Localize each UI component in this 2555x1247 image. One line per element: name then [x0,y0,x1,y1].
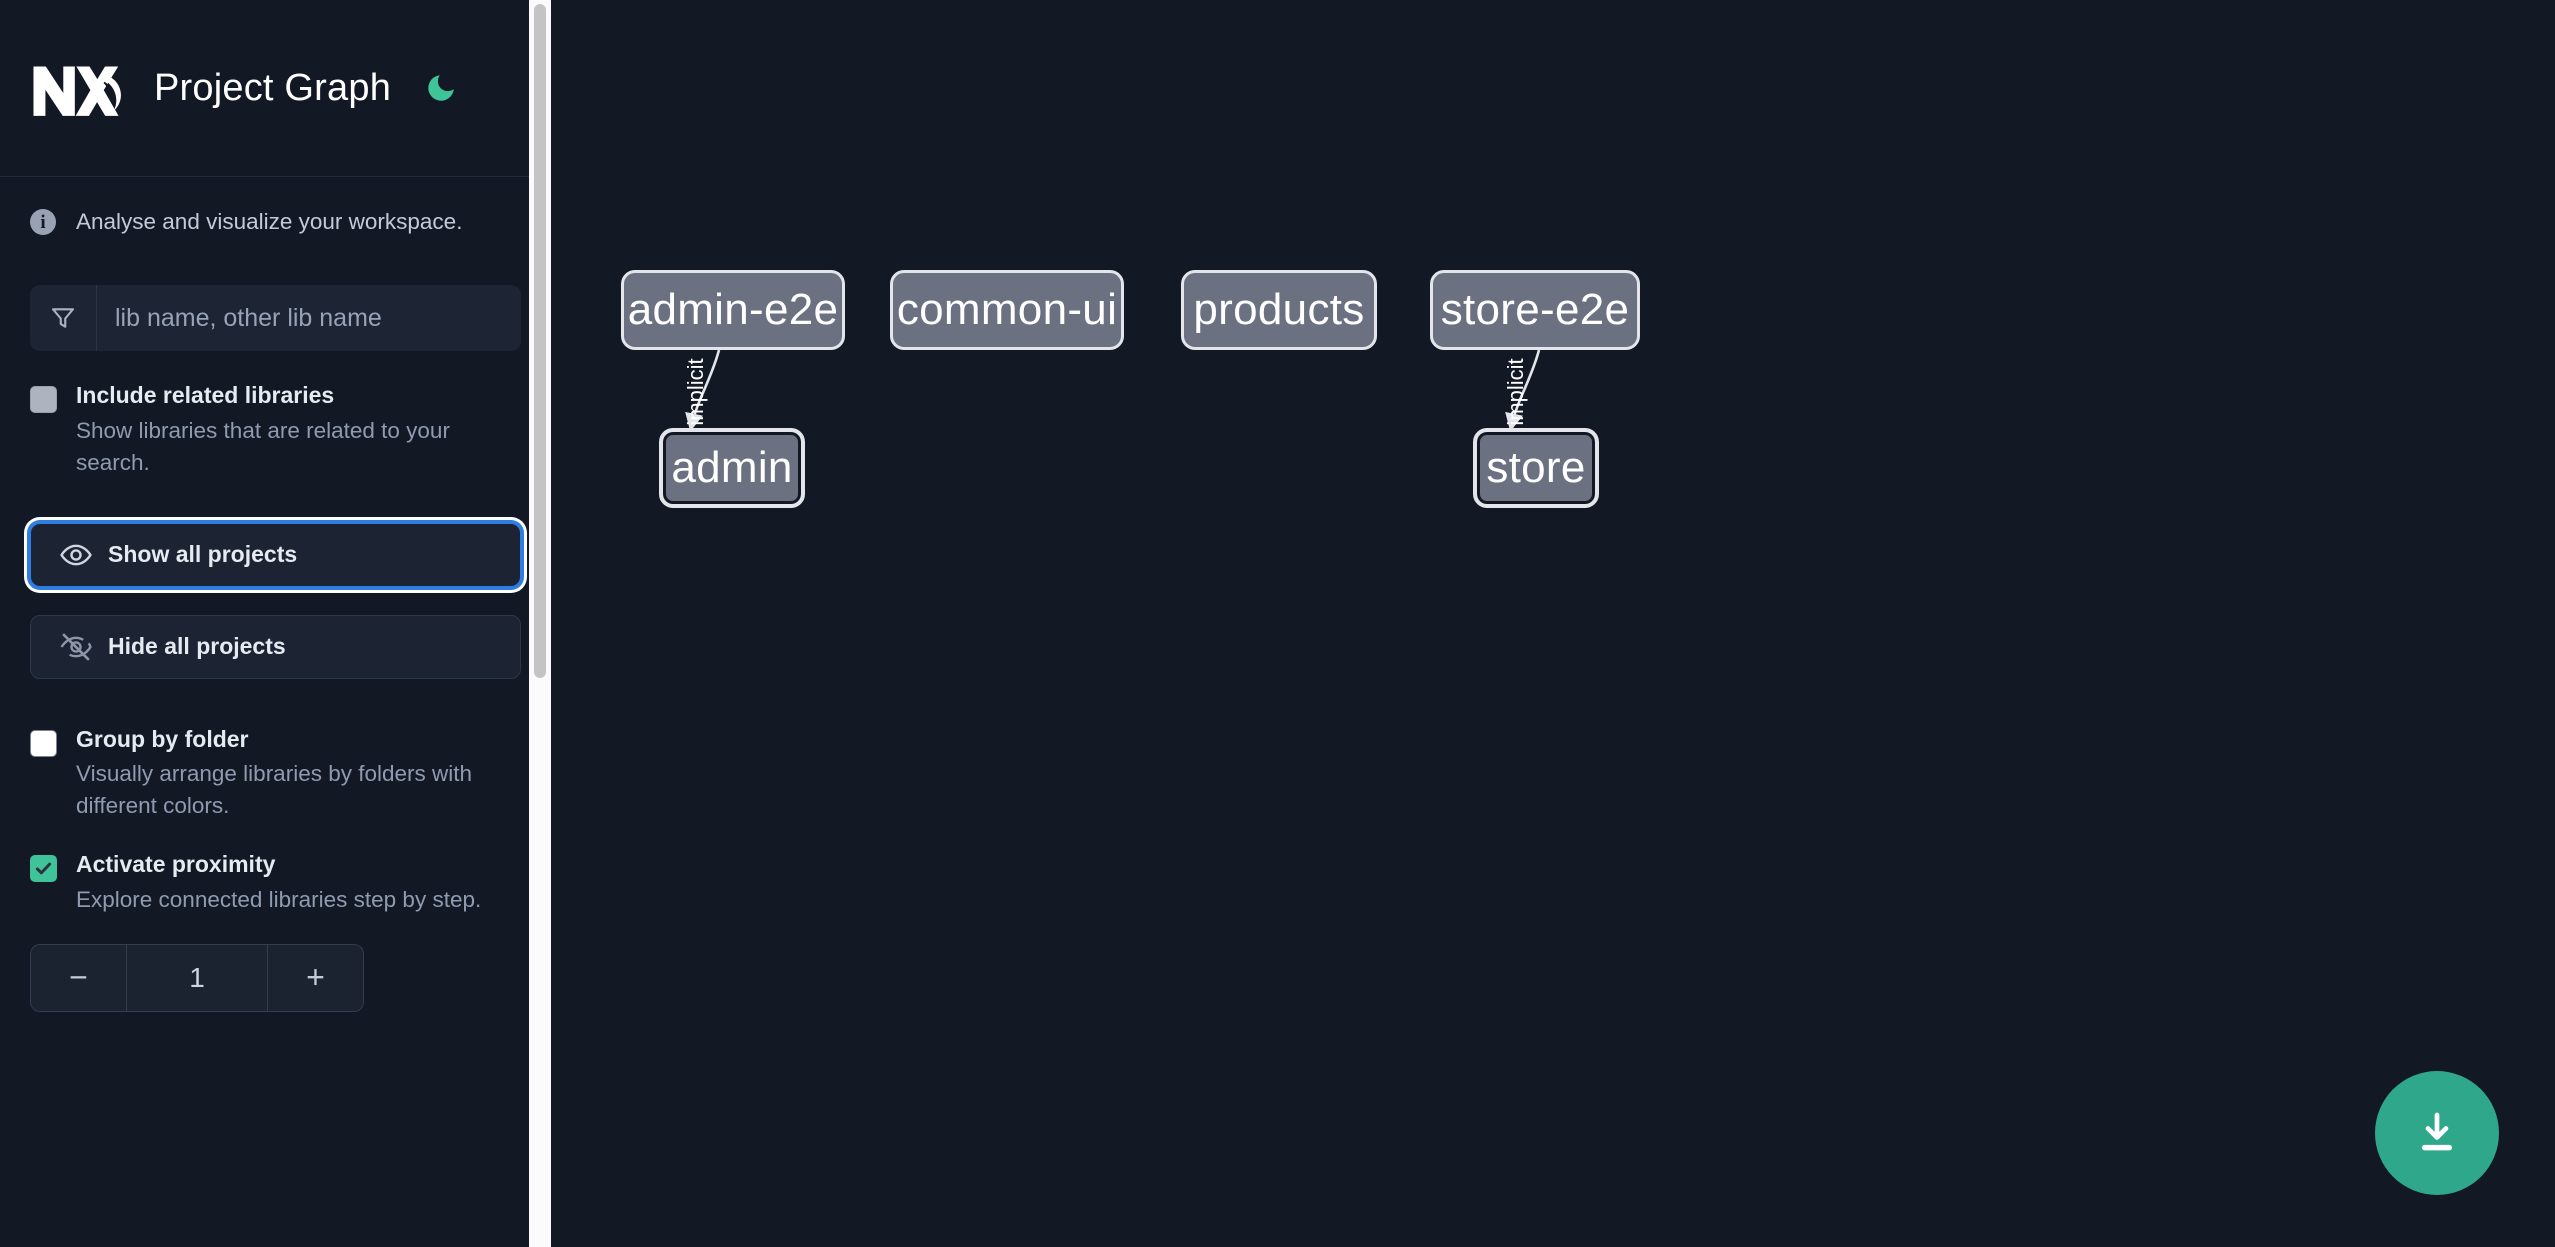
option-texts: Group by folder Visually arrange librari… [76,725,508,823]
eye-off-icon [59,630,97,664]
show-all-projects-button[interactable]: Show all projects [30,522,521,587]
search-input[interactable] [97,285,521,351]
nx-logo-icon [30,57,126,119]
graph-canvas[interactable]: implicit implicit admin-e2e common-ui pr… [551,0,2555,1247]
proximity-increment-button[interactable]: + [267,944,363,1011]
checkbox-activate-proximity[interactable] [30,855,57,883]
proximity-decrement-button[interactable]: − [31,944,127,1011]
edge-label-implicit-store: implicit [1503,358,1528,425]
option-texts: Activate proximity Explore connected lib… [76,850,481,916]
checkbox-group-by-folder[interactable] [30,729,57,757]
option-description: Show libraries that are related to your … [76,417,450,475]
workspace-info-text: Analyse and visualize your workspace. [76,209,463,234]
option-title: Group by folder [76,725,249,752]
moon-icon[interactable] [421,68,461,108]
eye-icon [59,538,97,572]
sidebar-scrollbar-track[interactable] [529,0,551,1247]
option-title: Activate proximity [76,851,276,878]
workspace-info: i Analyse and visualize your workspace. [0,177,551,267]
info-icon: i [30,209,56,235]
download-button[interactable] [2375,1071,2499,1195]
page-title: Project Graph [154,66,392,109]
proximity-stepper: − 1 + [30,943,364,1012]
graph-node-store-e2e[interactable]: store-e2e [1430,270,1640,350]
option-group-by-folder[interactable]: Group by folder Visually arrange librari… [0,725,551,823]
option-description: Visually arrange libraries by folders wi… [76,761,473,819]
project-visibility-buttons: Show all projects Hide all projects [0,522,551,679]
graph-node-store[interactable]: store [1473,428,1599,508]
option-title: Include related libraries [76,382,335,408]
button-gap [0,587,551,615]
show-all-projects-label: Show all projects [108,541,298,568]
graph-node-common-ui[interactable]: common-ui [890,270,1124,350]
edge-label-implicit-admin: implicit [683,358,708,425]
hide-all-projects-label: Hide all projects [108,633,286,660]
graph-node-products[interactable]: products [1181,270,1377,350]
hide-all-projects-button[interactable]: Hide all projects [30,614,521,679]
checkbox-include-related-libraries[interactable] [30,386,57,413]
proximity-value: 1 [189,961,205,993]
filter-search-box [30,285,521,351]
sidebar-scrollbar-thumb[interactable] [534,4,546,678]
graph-node-admin-e2e[interactable]: admin-e2e [621,270,845,350]
graph-edges: implicit implicit [683,349,1541,432]
filter-funnel-icon[interactable] [30,285,97,351]
option-include-related-libraries[interactable]: Include related libraries Show libraries… [0,381,551,479]
graph-node-admin[interactable]: admin [659,428,805,508]
sidebar-header: Project Graph [0,0,551,177]
sidebar: Project Graph i Analyse and visualize yo… [0,0,551,1247]
option-texts: Include related libraries Show libraries… [76,381,508,479]
option-description: Explore connected libraries step by step… [76,887,482,912]
download-icon [2410,1106,2464,1160]
option-activate-proximity[interactable]: Activate proximity Explore connected lib… [0,850,551,916]
